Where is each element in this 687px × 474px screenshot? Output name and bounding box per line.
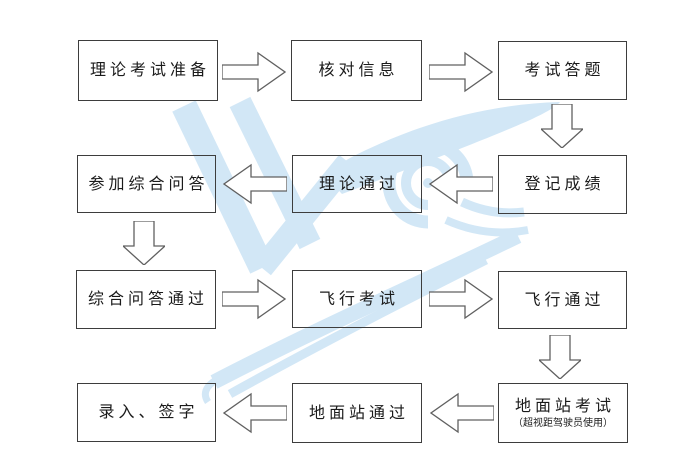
block-arrow-left-icon — [223, 163, 287, 205]
node-sublabel: （超视距驾驶员使用） — [513, 418, 613, 430]
node-record-score: 登记成绩 — [498, 155, 627, 214]
node-flight-passed: 飞行通过 — [498, 271, 627, 329]
node-label: 地面站通过 — [308, 402, 409, 422]
node-verify-info: 核对信息 — [291, 40, 422, 101]
node-label: 理论通过 — [318, 173, 399, 193]
node-label: 飞行通过 — [524, 289, 605, 309]
block-arrow-right-icon — [429, 278, 493, 320]
block-arrow-down-icon — [539, 335, 581, 379]
node-oral-qa-passed: 综合问答通过 — [76, 270, 216, 329]
block-arrow-right-icon — [222, 278, 286, 320]
node-label: 登记成绩 — [524, 174, 605, 194]
node-label: 地面站考试 — [514, 395, 615, 415]
block-arrow-left-icon — [430, 392, 494, 434]
node-ground-station-exam: 地面站考试 （超视距驾驶员使用） — [498, 383, 628, 443]
node-flight-exam: 飞行考试 — [292, 270, 422, 328]
block-arrow-left-icon — [429, 163, 493, 205]
block-arrow-down-icon — [541, 104, 583, 148]
block-arrow-down-icon — [123, 221, 165, 265]
block-arrow-right-icon — [222, 51, 286, 93]
node-label: 考试答题 — [524, 60, 605, 80]
block-arrow-right-icon — [429, 51, 493, 93]
node-theory-exam-prep: 理论考试准备 — [78, 40, 218, 101]
node-attend-oral-qa: 参加综合问答 — [77, 155, 216, 213]
node-label: 核对信息 — [318, 60, 399, 80]
node-label: 参加综合问答 — [88, 173, 209, 193]
node-label: 理论考试准备 — [89, 60, 210, 80]
node-exam-answer: 考试答题 — [498, 41, 627, 100]
node-label: 综合问答通过 — [87, 289, 208, 309]
node-ground-station-passed: 地面站通过 — [292, 383, 422, 443]
block-arrow-left-icon — [223, 392, 287, 434]
node-theory-passed: 理论通过 — [292, 155, 422, 213]
node-label: 飞行考试 — [318, 288, 399, 308]
node-label: 录入、签字 — [98, 402, 199, 422]
node-entry-signature: 录入、签字 — [77, 383, 216, 442]
